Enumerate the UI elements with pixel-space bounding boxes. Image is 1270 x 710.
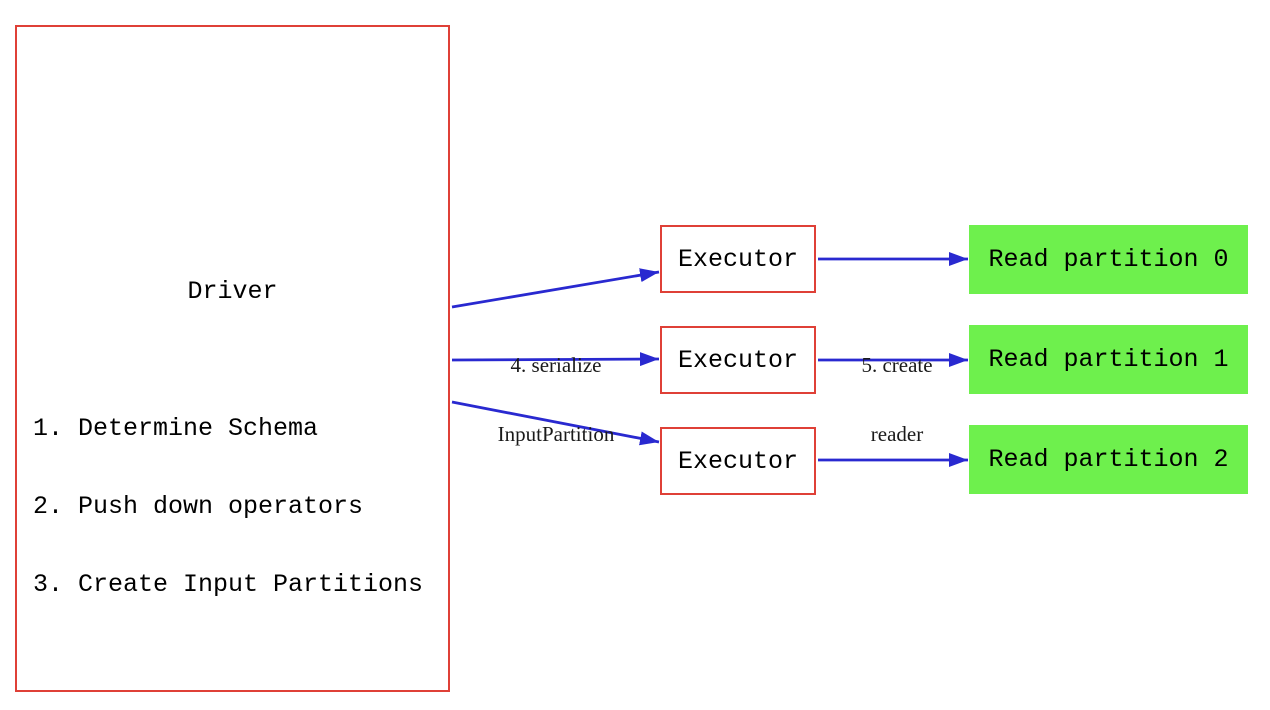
executor-node-1: Executor bbox=[660, 225, 816, 293]
read-partition-node-0: Read partition 0 bbox=[969, 225, 1248, 294]
executor-label-3: Executor bbox=[677, 446, 799, 476]
arrow-driver-to-executor-1 bbox=[451, 268, 660, 309]
read-partition-label-1: Read partition 1 bbox=[988, 345, 1229, 374]
driver-step-3: 3. Create Input Partitions bbox=[33, 570, 424, 599]
executor-label-1: Executor bbox=[677, 244, 799, 274]
read-partition-node-1: Read partition 1 bbox=[969, 325, 1248, 394]
driver-node: Driver 1. Determine Schema 2. Push down … bbox=[15, 25, 450, 692]
read-partition-node-2: Read partition 2 bbox=[969, 425, 1248, 494]
executor-node-2: Executor bbox=[660, 326, 816, 394]
driver-step-1: 1. Determine Schema bbox=[33, 414, 319, 443]
create-reader-label-line-2: reader bbox=[870, 422, 924, 446]
driver-title: Driver bbox=[187, 277, 278, 306]
create-reader-label: 5. create reader bbox=[787, 308, 1007, 492]
serialize-inputpartition-label: 4. serialize InputPartition bbox=[446, 308, 666, 492]
read-partition-label-2: Read partition 2 bbox=[988, 445, 1229, 474]
driver-steps-list: 1. Determine Schema 2. Push down operato… bbox=[33, 364, 423, 650]
create-reader-label-line-1: 5. create bbox=[861, 353, 933, 377]
read-partition-label-0: Read partition 0 bbox=[988, 245, 1229, 274]
executor-label-2: Executor bbox=[677, 345, 799, 375]
driver-step-2: 2. Push down operators bbox=[33, 492, 364, 521]
serialize-label-line-2: InputPartition bbox=[497, 422, 615, 446]
executor-node-3: Executor bbox=[660, 427, 816, 495]
serialize-label-line-1: 4. serialize bbox=[510, 353, 602, 377]
